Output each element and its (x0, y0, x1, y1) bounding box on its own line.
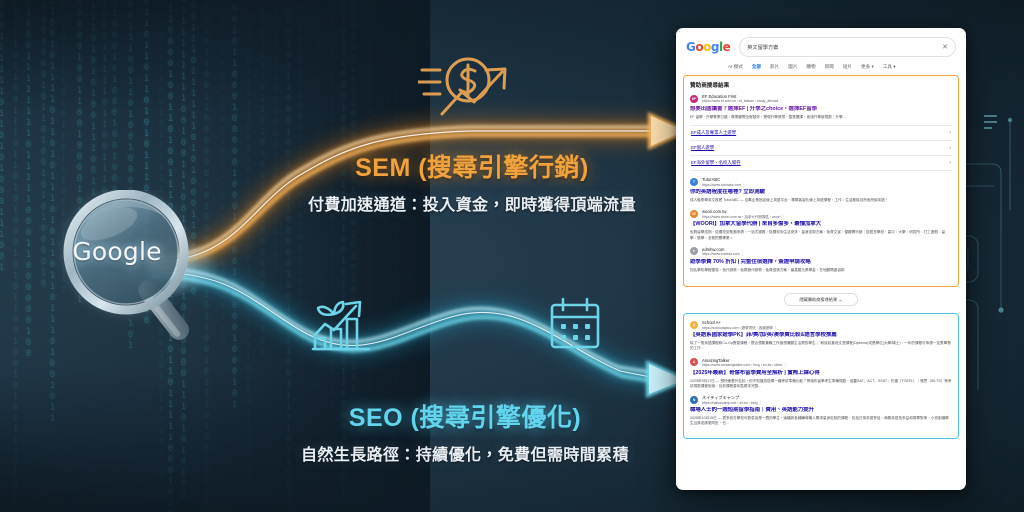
favicon-icon: T (690, 177, 698, 186)
organic-results-list: S School A+https://schoolaplus.com › 遊學資訊… (690, 320, 952, 427)
result-description: 2025年9月17日 — 想快速看外名校，但不知道該從哪一種考試準備比較？哥倫布… (690, 378, 952, 388)
result-title-link[interactable]: 【WOORI】加拿大留學代辦 | 來自多倫多，最懂加拿大 (690, 221, 822, 228)
ad-sitelink-row[interactable]: EF個人遊學 › (690, 141, 952, 157)
result-title-link[interactable]: 職場人士的一週短期留學指南｜費用、英語能力提升 (690, 407, 814, 414)
serp-nav-tab-5[interactable]: 新聞 (824, 64, 834, 69)
google-serp-panel[interactable]: Google 英文留學方案 ✕ AI 模式 全部 影片 圖片 購物 新聞 短片 更多 ▾ 工具 … (676, 28, 966, 490)
result-site-name: AmazingTalker (702, 357, 730, 363)
result-site-name: ネイティブキャンプ (702, 395, 740, 401)
serp-nav-tab-0[interactable]: AI 模式 (728, 64, 743, 69)
serp-nav-tab-4[interactable]: 購物 (806, 64, 816, 69)
organic-result[interactable]: S School A+https://schoolaplus.com › 遊學資訊… (690, 320, 952, 352)
search-input[interactable]: 英文留學方案 ✕ (739, 37, 956, 57)
serp-nav-tab-8[interactable]: 工具 ▾ (882, 64, 896, 69)
ad-sitelink-label[interactable]: EF成人及專業人士遊學 (691, 130, 737, 136)
result-title-link[interactable]: 你的英語程度在哪裡? 立即測驗 (690, 189, 765, 196)
ad-sitelinks: EF成人及專業人士遊學 › EF個人遊學 › EF海外留學・名校入場券 › (690, 125, 952, 172)
result-url[interactable]: https://www.ef.com.tw › ef_taiwan › stud… (702, 99, 783, 104)
favicon-icon: A (690, 358, 698, 367)
result-title-link[interactable]: 想要出國讀書？選擇EF | 升學之choice，選擇EF留學 (690, 106, 817, 112)
serp-nav-tab-7[interactable]: 更多 ▾ (861, 64, 874, 69)
favicon-icon: W (690, 209, 698, 218)
search-query-text: 英文留學方案 (747, 44, 779, 51)
clear-search-icon[interactable]: ✕ (942, 43, 948, 51)
serp-header: Google 英文留學方案 ✕ (676, 28, 966, 61)
ad-sitelink-row[interactable]: EF成人及專業人士遊學 › (690, 126, 952, 142)
result-url[interactable]: https://nativecamp.net › zh-tw › blog ⋮ (702, 400, 762, 405)
serp-nav-tab-2[interactable]: 影片 (770, 64, 780, 69)
result-site-name: School A+ (702, 320, 721, 326)
result-site-name: EF Education First (702, 94, 737, 99)
result-header: S School A+https://schoolaplus.com › 遊學資訊… (690, 320, 952, 330)
result-site-name: woori.com.tw (702, 209, 727, 215)
result-url[interactable]: https://www.edmhw.com ⋮ (702, 252, 745, 257)
result-description: 2025年10月15日 — 更多設在學校可歡急為是一週的學生，這種將各種輔導職人… (690, 416, 949, 426)
ad-sitelink-label[interactable]: EF個人遊學 (691, 145, 715, 151)
result-url[interactable]: https://www.amazingtalker.com › blog › z… (702, 363, 787, 368)
hide-sponsored-button[interactable]: 隱藏贊助商搜尋結果 ︿ (784, 293, 858, 307)
favicon-icon: EF (690, 94, 698, 103)
serp-nav-tab-6[interactable]: 短片 (842, 64, 853, 69)
organic-results-block: S School A+https://schoolaplus.com › 遊學資訊… (683, 313, 959, 439)
result-title-link[interactable]: 遊學學費 70% 折扣 | 完整住宿選擇，簽證申請攻略 (690, 258, 811, 265)
result-site-name: TutorABC (702, 177, 721, 183)
chevron-right-icon: › (949, 145, 951, 152)
google-logo[interactable]: Google (686, 40, 731, 54)
result-description: 除了一般英語課程和Co-Op實習課程，適合想要兼職工作還想兼顧生活費的學生；"和… (690, 340, 951, 351)
favicon-icon: S (690, 320, 698, 329)
ad-sitelink-row[interactable]: EF海外留學・名校入場券 › (690, 156, 952, 172)
ad-sitelink-label[interactable]: EF海外留學・名校入場券 (691, 160, 741, 166)
result-title-link[interactable]: 【2025年最新】哥倫布留學費用全解析 | 實際上課心得 (690, 369, 820, 376)
result-title-link[interactable]: 【英語系國家遊學PK】菲/美/加/英/澳學費比較&語言學校推薦 (690, 332, 837, 339)
serp-nav-tab-1[interactable]: 全部 (751, 64, 762, 69)
result-site-name: edmhw.com (702, 246, 725, 252)
serp-nav-tabs[interactable]: AI 模式 全部 影片 圖片 購物 新聞 短片 更多 ▾ 工具 ▾ (676, 61, 966, 74)
result-description: EF 留學 · 升學專業引路・專業顧問全程陪伴・實現升學夢想・整集選課・銜接升學… (690, 114, 846, 119)
chevron-right-icon: › (949, 160, 951, 167)
favicon-icon: N (690, 395, 698, 404)
result-description: 免費留學諮詢・從選校到集團申請・一站式服務・從選校到生活安排・量身定制方案・免費… (690, 230, 946, 240)
favicon-icon: e (690, 247, 698, 256)
collapse-row: 隱藏贊助商搜尋結果 ︿ (683, 293, 959, 307)
result-url[interactable]: https://schoolaplus.com › 遊學資訊 › 各國遊學 ⋮ (702, 325, 778, 330)
result-url[interactable]: https://www.woori.com.tw › 加拿大代辦專區 › woo… (702, 214, 785, 219)
result-url[interactable]: https://www.tutorabc.com ⋮ (702, 182, 746, 187)
result-description: 成人進修學英文推薦 TutorABC — 百萬企業指定線上英語平台・專屬客製化線… (690, 197, 889, 202)
sponsored-heading: 贊助商搜尋結果 (690, 83, 730, 89)
chevron-right-icon: › (949, 130, 951, 137)
result-meta: School A+https://schoolaplus.com › 遊學資訊 … (702, 320, 777, 330)
result-description: 知名學校學程優惠・免代辦費・免費遊代辦費・免費諮詢方案・最高獲元獎學金・在地顧問… (690, 267, 845, 272)
serp-nav-tab-3[interactable]: 圖片 (788, 64, 798, 69)
